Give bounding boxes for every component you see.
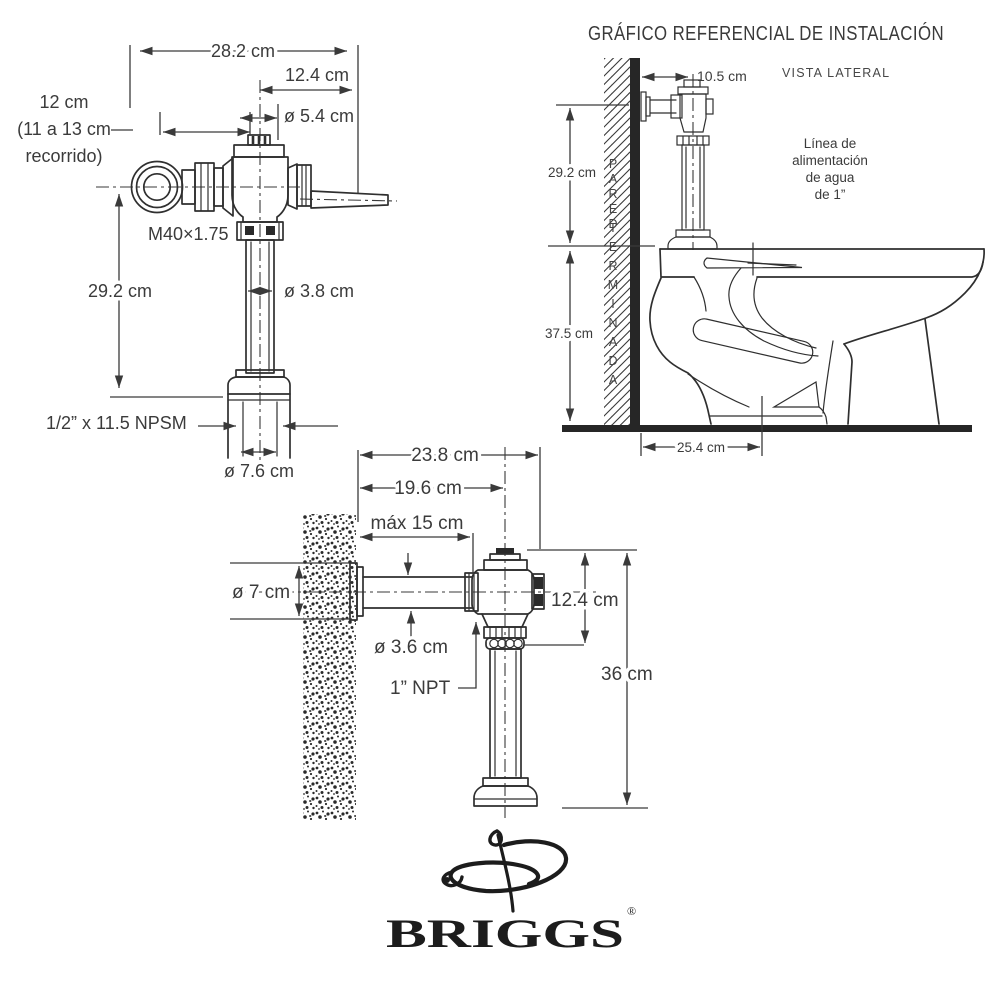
installation-side-view: GRÁFICO REFERENCIAL DE INSTALACIÓN VISTA… <box>541 22 985 459</box>
dim-label-max15: máx 15 cm <box>371 513 464 534</box>
registered-mark: ® <box>627 904 636 918</box>
dim-label-124: 12.4 cm <box>551 590 619 611</box>
flush-valve-roughin-drawing: 23.8 cm 19.6 cm máx 15 cm ø 7 cm ø 3.6 c… <box>229 442 656 820</box>
toilet-outline <box>649 242 985 425</box>
supply-note-3: de agua <box>806 170 855 185</box>
leader-npt <box>458 622 481 689</box>
installed-valve <box>640 74 718 250</box>
dim-label-292: 29.2 cm <box>88 281 152 301</box>
dim-label-196: 19.6 cm <box>394 478 462 499</box>
dim-label-d38: ø 3.8 cm <box>284 281 354 301</box>
dim-label-292: 29.2 cm <box>548 165 596 180</box>
dim-label-36: 36 cm <box>601 664 653 685</box>
brand-wordmark: BRIGGS <box>386 911 624 956</box>
briggs-logo: BRIGGS ® <box>386 829 636 956</box>
dim-label-124: 12.4 cm <box>285 65 349 85</box>
thread-label: M40×1.75 <box>148 224 229 244</box>
spud-bell <box>473 785 538 807</box>
spud-flange <box>227 369 291 459</box>
dim-label-105: 10.5 cm <box>697 68 747 84</box>
masonry-wall <box>303 514 356 820</box>
installation-title: GRÁFICO REFERENCIAL DE INSTALACIÓN <box>588 22 944 45</box>
view-label: VISTA LATERAL <box>782 66 890 80</box>
handle-arm <box>287 163 389 210</box>
coupling-hardware <box>181 157 234 217</box>
script-b-icon <box>441 829 569 913</box>
handle-centerline <box>299 198 398 202</box>
dim-label-375: 37.5 cm <box>545 326 593 341</box>
floor-line <box>562 425 972 432</box>
dim-label-254: 25.4 cm <box>677 440 725 455</box>
wall-hatching <box>604 58 630 426</box>
valve-body <box>679 93 707 133</box>
down-tube <box>245 239 275 374</box>
spud-thread-label: 1/2” x 11.5 NPSM <box>46 413 187 433</box>
trapway-passage <box>692 318 814 364</box>
wall-bar <box>630 58 640 426</box>
handle-stub <box>705 98 714 115</box>
dim-label-d7: ø 7 cm <box>232 582 290 603</box>
supply-note-2: alimentación <box>792 153 868 168</box>
valve-knob <box>247 134 271 146</box>
supply-note-4: de 1” <box>815 187 846 202</box>
dim-label-d36: ø 3.6 cm <box>374 637 448 658</box>
handle-port <box>531 573 545 610</box>
travel-label-3: recorrido) <box>25 146 102 166</box>
thread-npt-label: 1” NPT <box>390 678 451 699</box>
seat-lid <box>703 257 803 269</box>
valve-knob <box>496 548 514 554</box>
left-valve-dimensions: 28.2 cm 12.4 cm ø 5.4 cm 12 cm (11 a 13 … <box>17 38 359 485</box>
inlet-coupling <box>464 572 479 612</box>
installation-dimensions: 10.5 cm 29.2 cm 37.5 cm 25.4 cm <box>541 68 763 459</box>
dim-label-282: 28.2 cm <box>211 41 275 61</box>
dim-label-d54: ø 5.4 cm <box>284 106 354 126</box>
roughin-dimensions: 23.8 cm 19.6 cm máx 15 cm ø 7 cm ø 3.6 c… <box>229 442 656 809</box>
dim-label-238: 23.8 cm <box>411 445 479 466</box>
flush-valve-front-drawing: 28.2 cm 12.4 cm ø 5.4 cm 12 cm (11 a 13 … <box>17 38 398 485</box>
valve-top-view <box>464 548 545 807</box>
travel-label-2: (11 a 13 cm <box>17 119 111 139</box>
dim-label-d76: ø 7.6 cm <box>224 461 294 481</box>
travel-label-1: 12 cm <box>39 92 88 112</box>
supply-note-1: Línea de <box>804 136 857 151</box>
valve-cap <box>233 144 285 158</box>
wall-flange-and-pipe <box>349 562 473 621</box>
